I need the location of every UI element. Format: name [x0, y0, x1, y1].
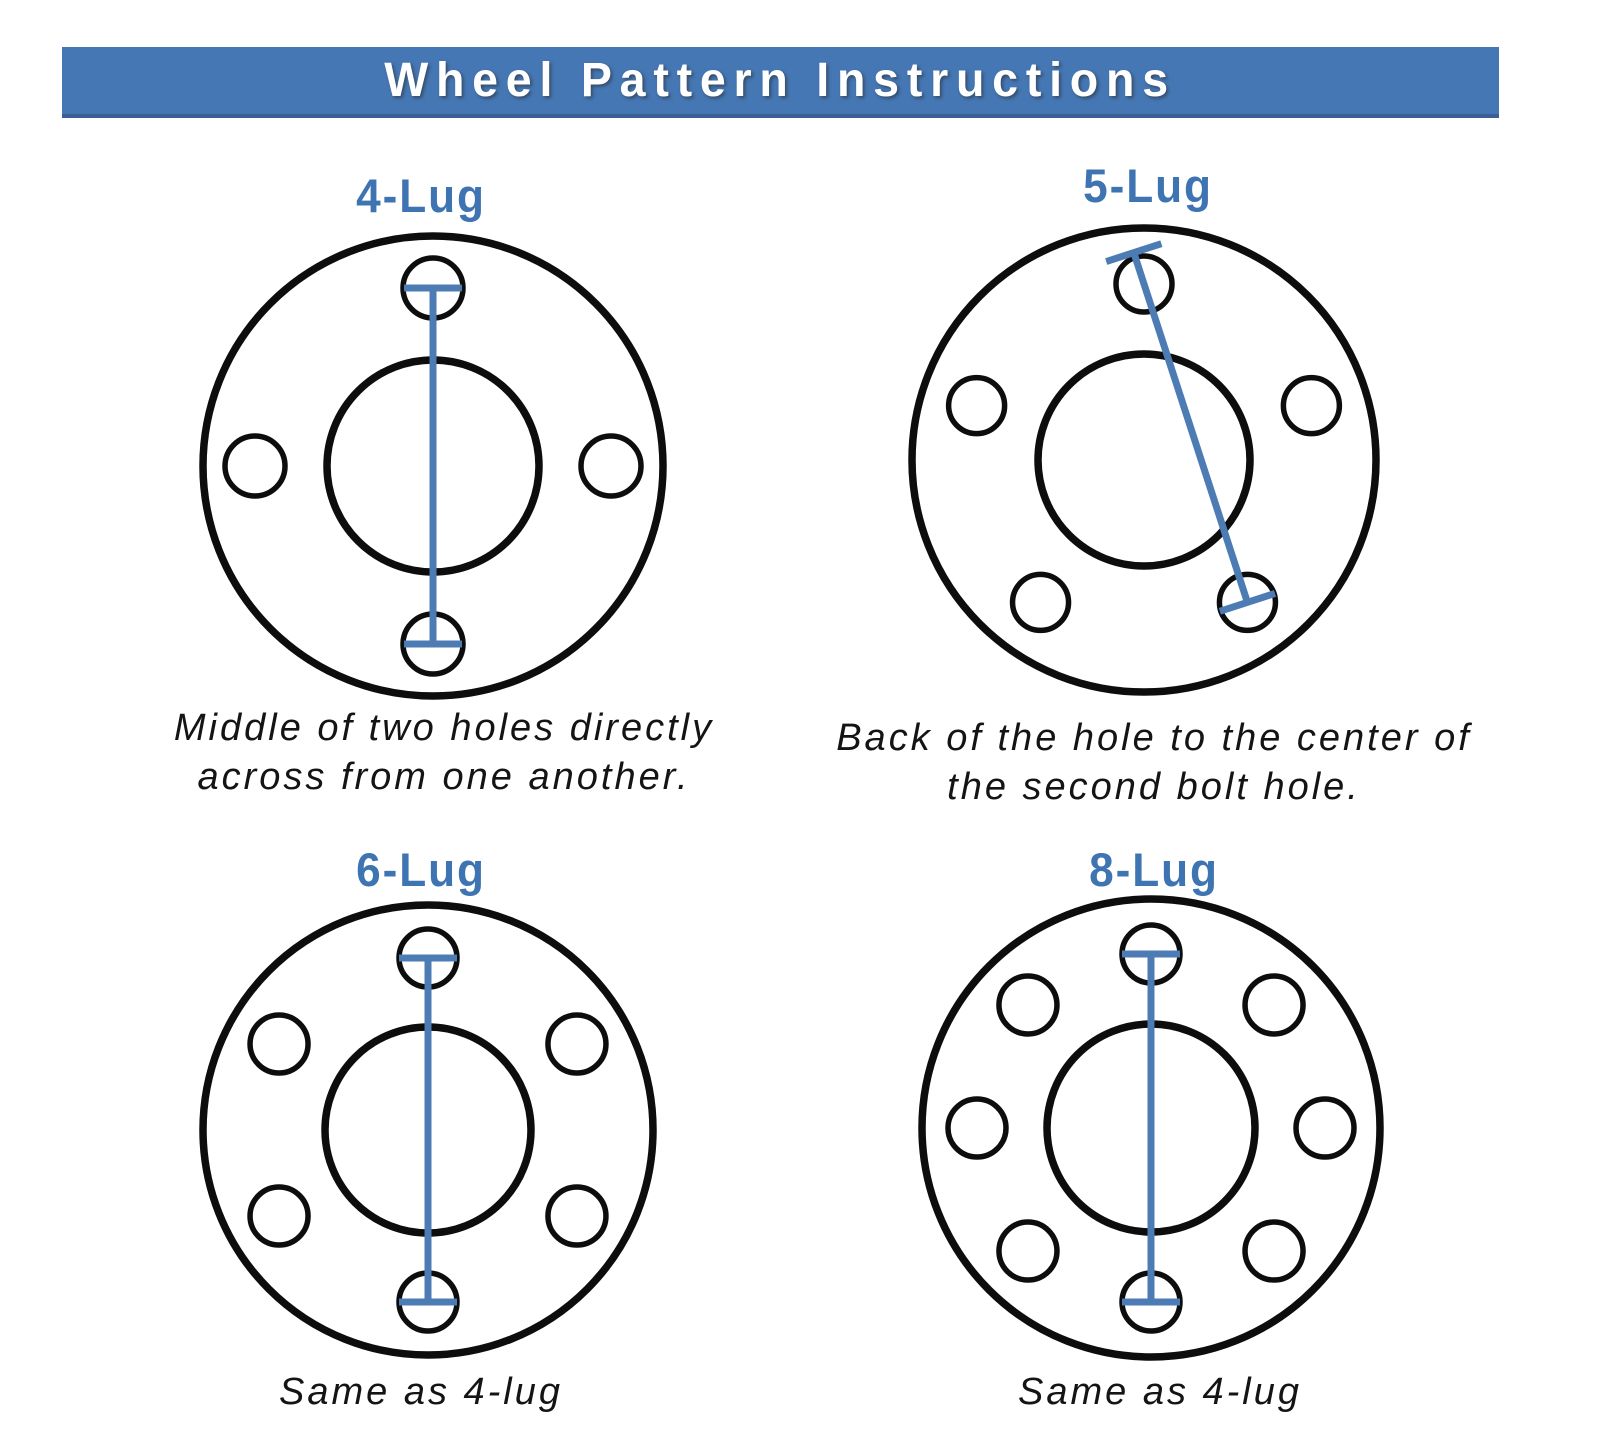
title-bar: Wheel Pattern Instructions [62, 47, 1499, 118]
bolt-hole [945, 374, 1008, 437]
diagram-label-4-lug: 4-Lug [356, 169, 486, 222]
bolt-hole [996, 1219, 1060, 1283]
caption-line: the second bolt hole. [947, 766, 1361, 808]
measurement-tick [1218, 590, 1277, 615]
outer-rim-circle [199, 232, 667, 700]
caption-8-lug: Same as 4-lug [1018, 1368, 1302, 1417]
bolt-hole [1113, 253, 1175, 315]
caption-line: Same as 4-lug [1017, 1371, 1303, 1413]
bolt-hole [1242, 973, 1306, 1037]
wheel-hub-diagram-6-lug [199, 901, 657, 1359]
bolt-hole [996, 973, 1060, 1037]
caption-4-lug: Middle of two holes directly across from… [174, 704, 714, 802]
caption-line: Middle of two holes directly [173, 707, 715, 749]
outer-rim-circle [199, 901, 657, 1359]
bolt-hole [545, 1184, 609, 1248]
measurement-line [1130, 251, 1251, 604]
center-hub-circle [1034, 350, 1254, 570]
wheel-hub-diagram-5-lug [908, 224, 1380, 696]
caption-6-lug: Same as 4-lug [279, 1368, 563, 1417]
wheel-hub-diagram-8-lug [918, 895, 1384, 1361]
bolt-hole [247, 1012, 311, 1076]
bolt-hole [247, 1184, 311, 1248]
diagram-label-8-lug: 8-Lug [1089, 843, 1219, 896]
diagram-label-6-lug: 6-Lug [356, 843, 486, 896]
outer-rim-circle [908, 224, 1380, 696]
caption-line: Back of the hole to the center of [836, 717, 1472, 759]
outer-rim-circle [918, 895, 1384, 1361]
page-title: Wheel Pattern Instructions [384, 54, 1177, 107]
bolt-hole [578, 433, 644, 499]
bolt-hole [945, 1096, 1009, 1160]
bolt-hole [1280, 374, 1343, 437]
bolt-hole [1242, 1219, 1306, 1283]
caption-5-lug: Back of the hole to the center of the se… [836, 714, 1472, 812]
diagram-label-5-lug: 5-Lug [1083, 159, 1213, 212]
caption-line: across from one another. [197, 756, 691, 798]
bolt-hole [1216, 571, 1279, 634]
wheel-hub-diagram-4-lug [199, 232, 667, 700]
bolt-hole [222, 433, 288, 499]
bolt-hole [1293, 1096, 1357, 1160]
caption-line: Same as 4-lug [278, 1371, 564, 1413]
bolt-hole [545, 1012, 609, 1076]
bolt-hole [1009, 571, 1072, 634]
measurement-tick [1105, 240, 1163, 265]
